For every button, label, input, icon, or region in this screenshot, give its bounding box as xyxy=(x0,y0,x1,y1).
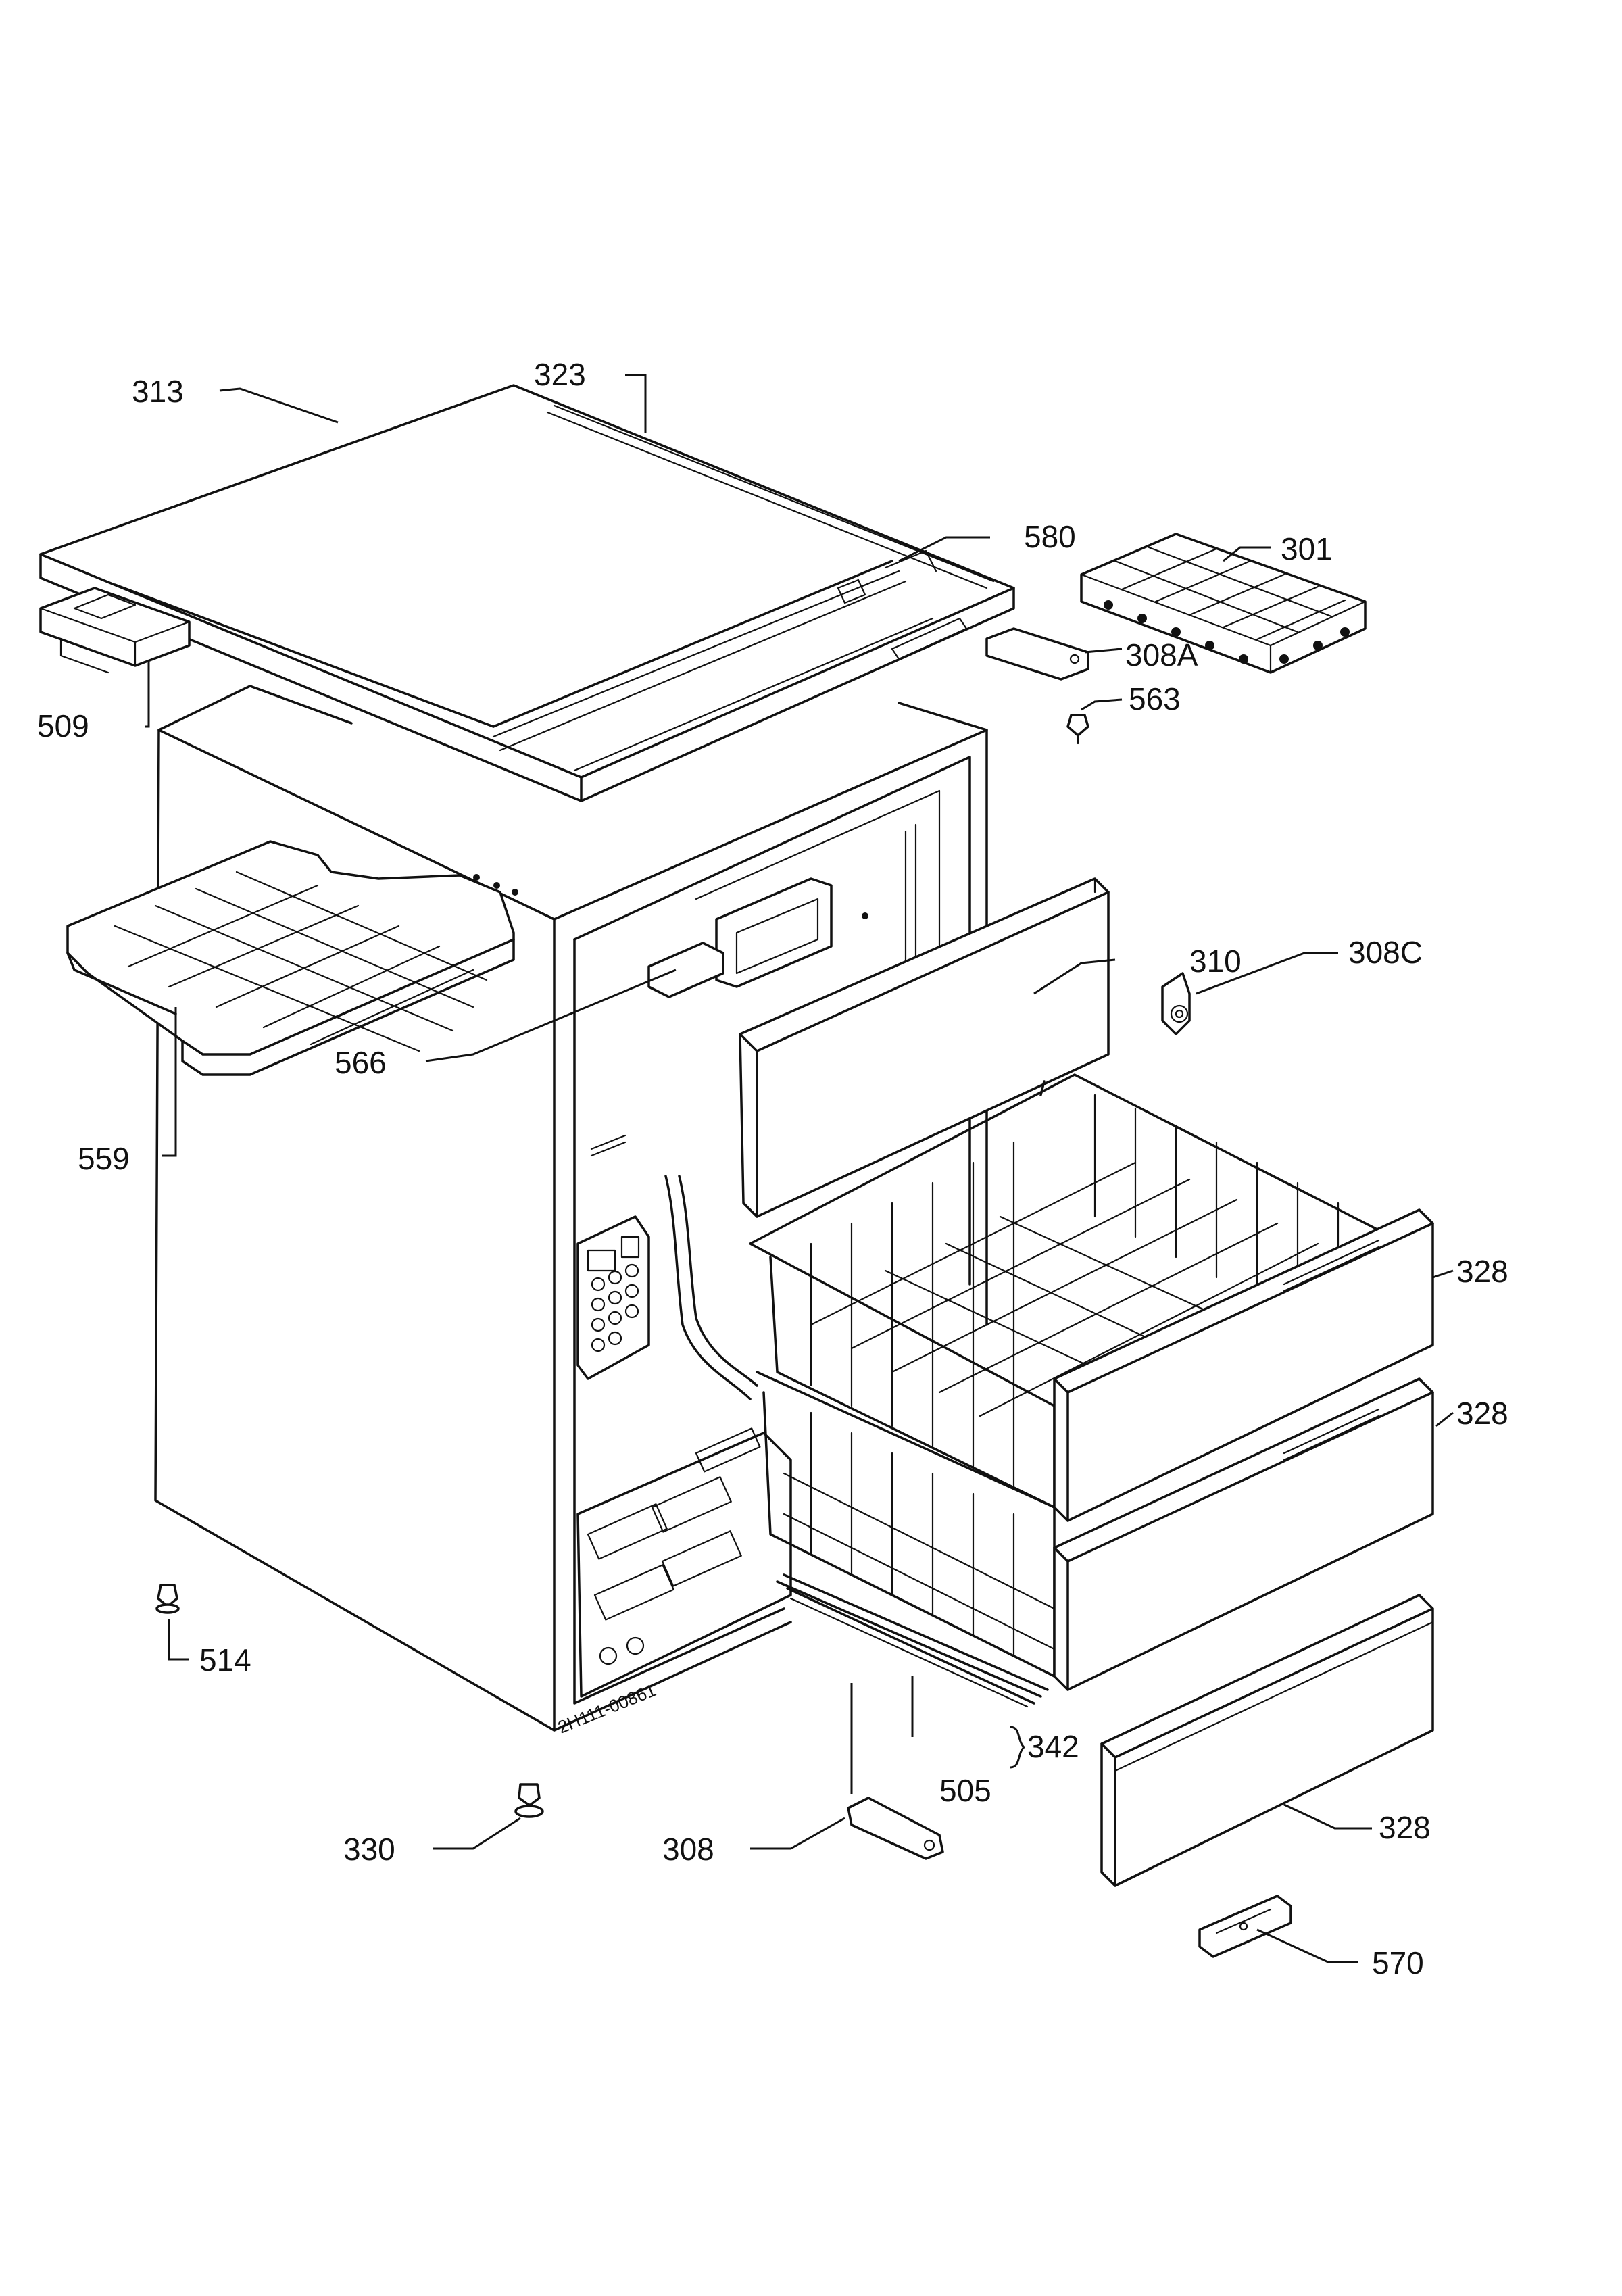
drawer-front-upper-328 xyxy=(1053,1208,1434,1522)
label-509: 509 xyxy=(37,708,89,743)
hinge-308 xyxy=(847,1797,944,1860)
foot-514 xyxy=(155,1584,180,1614)
label-514: 514 xyxy=(199,1642,251,1678)
foot-330 xyxy=(514,1783,544,1818)
floor-plate xyxy=(576,1427,792,1698)
part-labels: 313 323 580 301 308A 563 509 310 308C 56… xyxy=(37,357,1508,1980)
handle-566 xyxy=(647,877,833,998)
latch-509 xyxy=(39,587,191,674)
hinge-308c xyxy=(1161,972,1191,1035)
label-308a: 308A xyxy=(1125,637,1198,673)
label-310: 310 xyxy=(1189,944,1242,979)
rails-342 xyxy=(776,1573,1049,1708)
label-342: 342 xyxy=(1027,1729,1079,1764)
ice-tray-301 xyxy=(1080,533,1367,674)
bracket-308a xyxy=(985,627,1089,681)
top-cover-313 xyxy=(39,384,1015,802)
label-308: 308 xyxy=(662,1832,714,1867)
handle-570 xyxy=(1198,1895,1292,1958)
label-313: 313 xyxy=(132,374,184,409)
grid-shelf-559 xyxy=(66,840,515,1076)
label-566: 566 xyxy=(335,1045,387,1080)
label-328-middle: 328 xyxy=(1456,1396,1508,1431)
basket-lower xyxy=(756,1371,1056,1678)
label-505: 505 xyxy=(939,1773,991,1808)
label-328-upper: 328 xyxy=(1456,1254,1508,1289)
flap-310 xyxy=(739,877,1110,1218)
drawer-front-lower-328 xyxy=(1100,1594,1434,1887)
label-328-lower: 328 xyxy=(1379,1810,1431,1845)
label-570: 570 xyxy=(1372,1945,1424,1980)
label-330: 330 xyxy=(343,1832,395,1867)
label-580: 580 xyxy=(1024,519,1076,554)
leader-lines xyxy=(145,374,1454,1963)
label-301: 301 xyxy=(1281,531,1333,566)
evaporator-plate xyxy=(576,1175,758,1400)
label-308c: 308C xyxy=(1348,935,1423,970)
cabinet-body xyxy=(154,685,988,1732)
screw-563 xyxy=(1066,714,1089,745)
drawer-front-middle-328 xyxy=(1053,1377,1434,1691)
label-323: 323 xyxy=(534,357,586,392)
label-559: 559 xyxy=(78,1141,130,1176)
label-563: 563 xyxy=(1129,681,1181,716)
